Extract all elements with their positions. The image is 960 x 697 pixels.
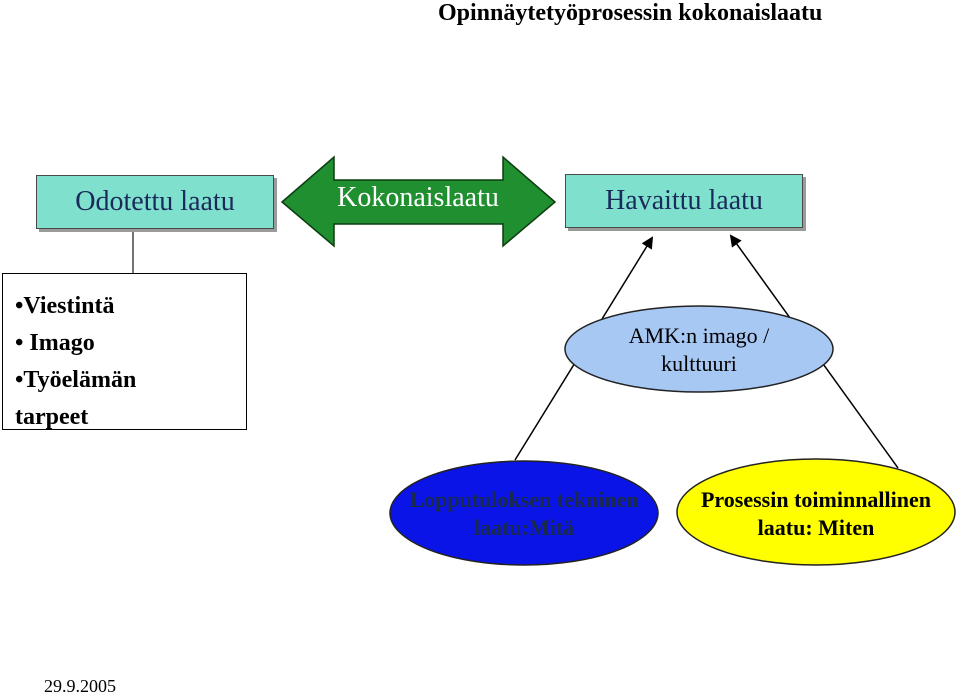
list-item: tarpeet bbox=[15, 404, 89, 430]
amk-line-2: kulttuuri bbox=[661, 351, 737, 376]
page-title: Opinnäytetyöprosessin kokonaislaatu bbox=[438, 0, 823, 26]
havaittu-laatu-box: Havaittu laatu bbox=[565, 174, 803, 228]
amk-ellipse bbox=[564, 305, 834, 393]
odotettu-laatu-label: Odotettu laatu bbox=[75, 186, 235, 217]
list-item: • Imago bbox=[15, 330, 95, 356]
prosessi-ellipse-text: Prosessin toiminnallinen laatu: Miten bbox=[677, 486, 955, 542]
date-footer: 29.9.2005 bbox=[44, 676, 116, 696]
double-arrow-shape bbox=[280, 155, 557, 248]
amk-line-1: AMK:n imago / bbox=[628, 323, 770, 348]
factors-list-box: •Viestintä • Imago •Työelämän tarpeet bbox=[2, 273, 247, 430]
kokonaislaatu-label: Kokonaislaatu bbox=[337, 182, 499, 213]
prosessi-line-2: laatu: Miten bbox=[757, 515, 875, 540]
odotettu-laatu-box: Odotettu laatu bbox=[36, 175, 274, 229]
prosessi-ellipse bbox=[676, 458, 956, 566]
havaittu-laatu-label: Havaittu laatu bbox=[605, 185, 763, 216]
lopputulos-ellipse-text: Lopputuloksen tekninen laatu:Mitä bbox=[390, 486, 658, 542]
lopputulos-line-1: Lopputuloksen tekninen bbox=[409, 487, 639, 512]
amk-ellipse-text: AMK:n imago / kulttuuri bbox=[565, 322, 833, 378]
list-item: •Työelämän bbox=[15, 367, 137, 393]
lopputulos-line-2: laatu:Mitä bbox=[473, 515, 575, 540]
lopputulos-ellipse bbox=[389, 460, 659, 566]
prosessi-line-1: Prosessin toiminnallinen bbox=[700, 487, 932, 512]
list-item: •Viestintä bbox=[15, 293, 115, 319]
